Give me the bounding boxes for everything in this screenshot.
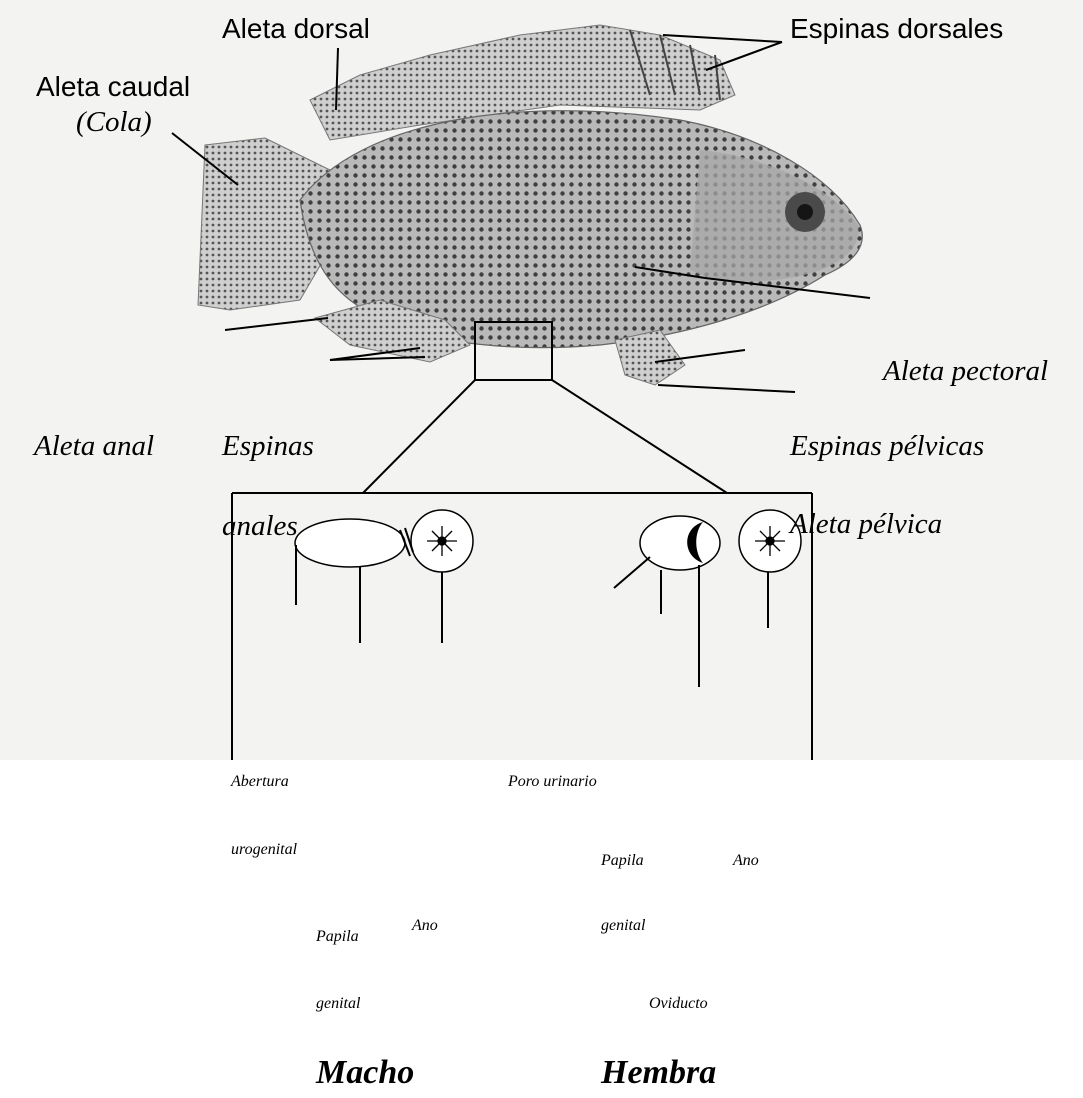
label-macho: Macho	[316, 1056, 414, 1090]
label-male-ano: Ano	[412, 918, 438, 934]
label-female-genital: genital	[601, 918, 645, 934]
label-cola: (Cola)	[76, 108, 152, 137]
label-abertura: Abertura	[231, 774, 289, 790]
label-aleta-pectoral: Aleta pectoral	[883, 357, 1048, 386]
label-male-genital: genital	[316, 996, 360, 1012]
label-anales: anales	[222, 512, 298, 541]
label-espinas: Espinas	[222, 432, 314, 461]
fish-head-shape	[690, 150, 859, 282]
label-aleta-dorsal: Aleta dorsal	[222, 15, 370, 43]
female-leader-lines	[614, 557, 768, 687]
label-espinas-dorsales: Espinas dorsales	[790, 15, 1003, 43]
label-aleta-pelvica: Aleta pélvica	[790, 510, 942, 539]
label-aleta-anal: Aleta anal	[34, 432, 154, 461]
label-female-ano: Ano	[733, 853, 759, 869]
pelvic-fin-shape	[615, 330, 685, 385]
label-hembra: Hembra	[601, 1056, 716, 1090]
label-urogenital: urogenital	[231, 842, 297, 858]
label-espinas-pelvicas: Espinas pélvicas	[790, 432, 984, 461]
label-poro-urinario: Poro urinario	[508, 774, 597, 790]
label-aleta-caudal: Aleta caudal	[36, 73, 190, 101]
label-female-papila: Papila	[601, 853, 644, 869]
label-male-papila: Papila	[316, 929, 359, 945]
label-oviducto: Oviducto	[649, 996, 708, 1012]
